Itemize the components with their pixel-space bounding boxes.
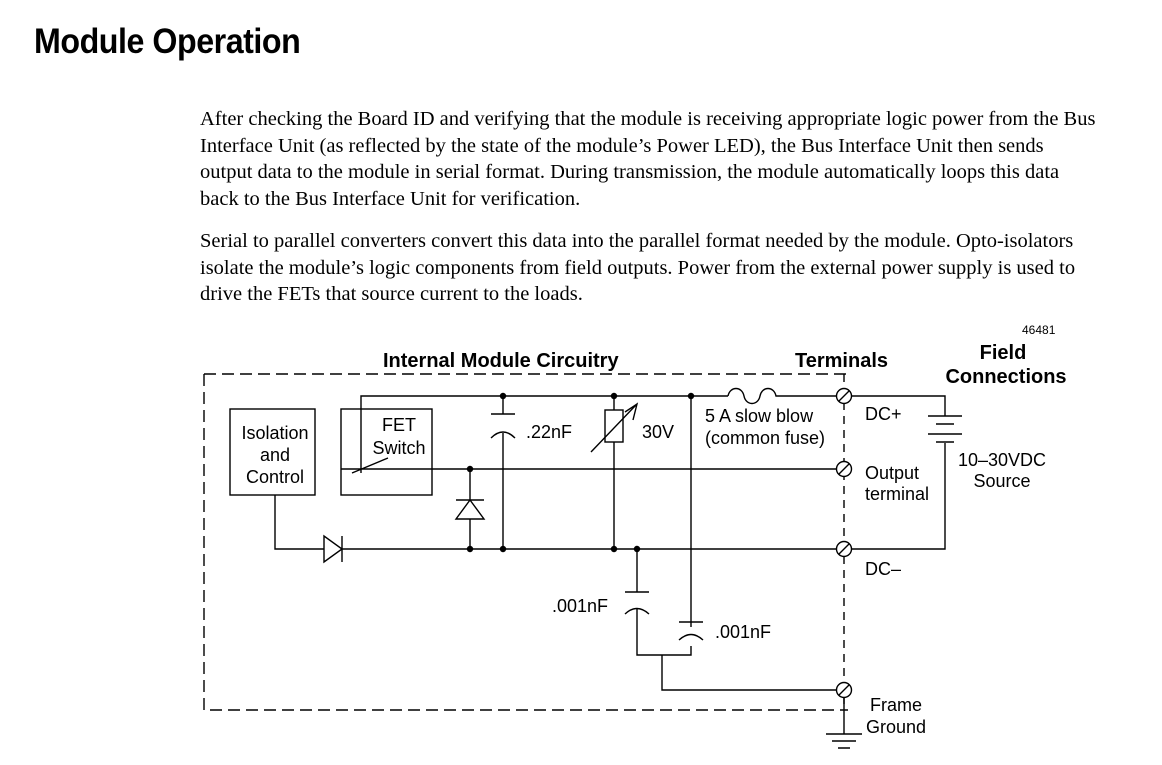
battery-symbol	[928, 415, 962, 443]
isolation-control-block	[229, 408, 316, 496]
page-title: Module Operation	[34, 22, 301, 61]
frame-ground-label-line2: Ground	[866, 717, 926, 737]
isolation-label-line2: and	[260, 445, 290, 465]
earth-ground-symbol	[826, 733, 862, 749]
series-diode	[323, 534, 344, 564]
fuse-label-line2: (common fuse)	[705, 428, 825, 448]
varistor-symbol	[604, 409, 624, 443]
terminal-output-label-line2: terminal	[865, 484, 929, 504]
frame-ground-label-line1: Frame	[870, 695, 922, 715]
terminal-screws	[835, 387, 853, 699]
varistor-label: 30V	[642, 422, 674, 442]
terminal-dc-plus-label: DC+	[865, 404, 902, 424]
capacitor-main-label: .22nF	[526, 422, 572, 442]
terminal-dc-minus-label: DC–	[865, 559, 901, 579]
fuse-symbol	[727, 387, 780, 405]
diagram-wires	[203, 373, 962, 749]
terminal-output-label-line1: Output	[865, 463, 919, 483]
capacitor-main-symbol	[490, 413, 516, 439]
capacitor-left-label: .001nF	[552, 596, 608, 616]
heading-terminals: Terminals	[795, 350, 888, 372]
junction-dots	[466, 392, 695, 553]
source-label-line2: Source	[973, 471, 1030, 491]
capacitor-left-symbol	[624, 591, 650, 615]
isolation-label-line3: Control	[246, 467, 304, 487]
figure-number: 46481	[1022, 323, 1056, 337]
module-boundary	[203, 373, 848, 711]
source-label-line1: 10–30VDC	[958, 450, 1046, 470]
heading-field-line2: Connections	[945, 366, 1066, 388]
fuse-label-line1: 5 A slow blow	[705, 406, 814, 426]
paragraph-board-id: After checking the Board ID and verifyin…	[200, 108, 1096, 210]
paragraph-converters: Serial to parallel converters convert th…	[200, 230, 1076, 305]
heading-internal-circuitry: Internal Module Circuitry	[383, 350, 619, 372]
fet-switch-block	[340, 408, 433, 496]
isolation-label-line1: Isolation	[241, 423, 308, 443]
capacitor-right-label: .001nF	[715, 622, 771, 642]
fet-label-line1: FET	[382, 415, 416, 435]
fet-label-line2: Switch	[372, 438, 425, 458]
capacitor-right-symbol	[678, 621, 704, 641]
flyback-diode	[454, 498, 486, 520]
heading-field-line1: Field	[980, 342, 1027, 364]
